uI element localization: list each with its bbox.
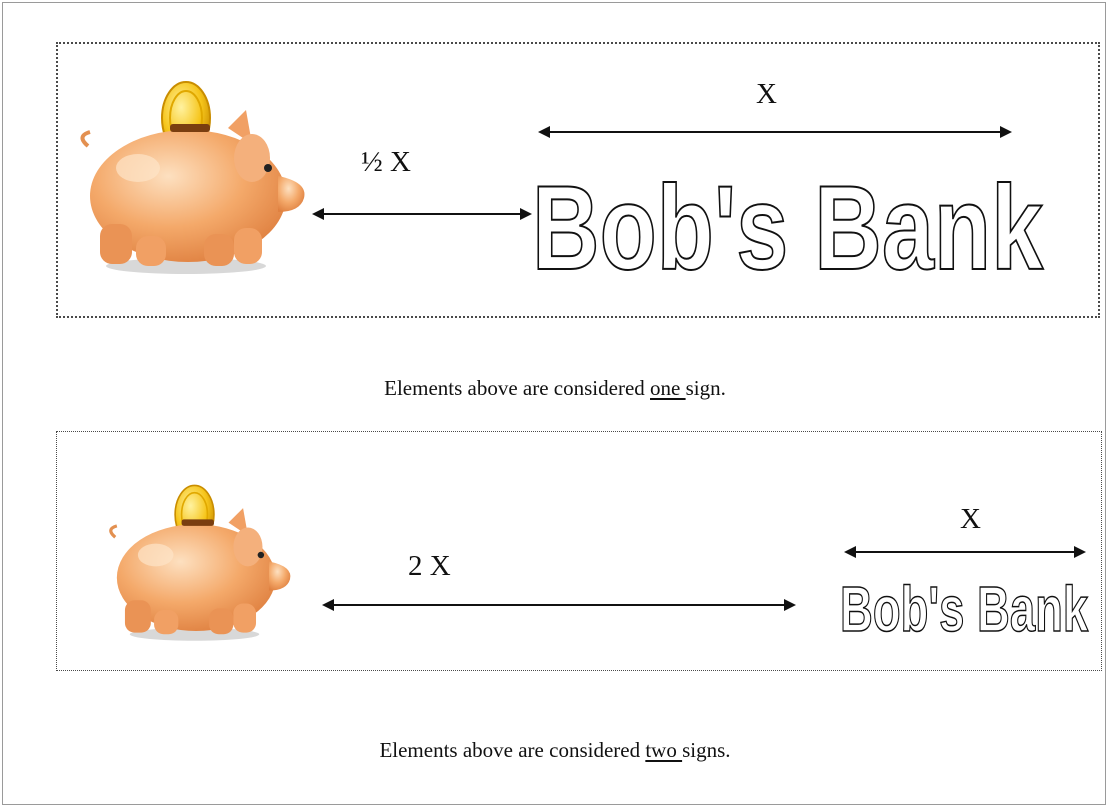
caption-emphasis: two xyxy=(645,738,683,762)
caption-text: Elements above are considered xyxy=(384,376,651,400)
gap-dimension-arrow xyxy=(312,208,532,220)
gap-dimension-arrow xyxy=(322,599,796,611)
caption-emphasis: one xyxy=(650,376,686,400)
width-dimension-arrow xyxy=(538,126,1012,138)
piggy-bank-icon xyxy=(80,81,305,274)
caption-text-end: sign. xyxy=(685,376,726,400)
piggy-bank-icon xyxy=(109,484,291,641)
width-label: X xyxy=(960,503,981,535)
gap-label: ½ X xyxy=(361,146,411,178)
caption-two: Elements above are considered two signs. xyxy=(0,738,1110,763)
bank-name-wordmark: Bob's Bank xyxy=(531,161,1044,295)
caption-one: Elements above are considered one sign. xyxy=(0,376,1110,401)
bank-name-wordmark: Bob's Bank xyxy=(839,573,1089,645)
width-dimension-arrow xyxy=(844,546,1086,558)
caption-text-end: signs. xyxy=(682,738,731,762)
gap-label: 2 X xyxy=(408,550,451,582)
width-label: X xyxy=(756,78,777,110)
sign-example-one-panel xyxy=(56,42,1100,318)
sign-example-two-panel xyxy=(56,431,1102,671)
caption-text: Elements above are considered xyxy=(379,738,646,762)
